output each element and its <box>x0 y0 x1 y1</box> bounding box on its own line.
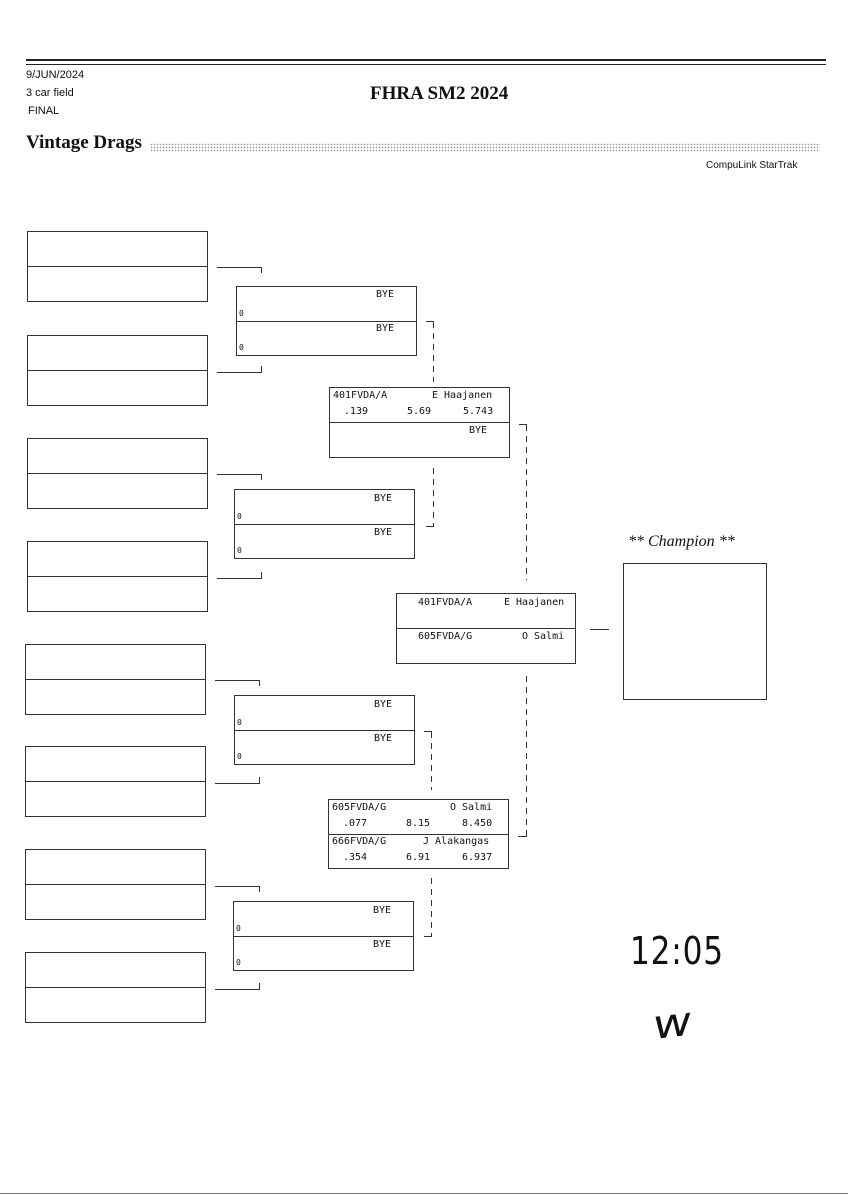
header-rule-bottom <box>26 64 826 65</box>
round1-box-4 <box>27 541 208 612</box>
footer-rule <box>0 1193 848 1194</box>
software-credit: CompuLink StarTrak <box>706 160 798 171</box>
round2-3-bottom-value: 0 <box>237 752 242 761</box>
semi1-top-car: 401FVDA/A <box>333 390 388 401</box>
round2-4-bottom-name: BYE <box>373 939 392 950</box>
event-title: FHRA SM2 2024 <box>370 83 509 104</box>
round2-1-bottom-name: BYE <box>376 323 395 334</box>
semi1-top-driver: E Haajanen <box>432 390 493 401</box>
round2-box-4: BYE 0 BYE 0 <box>233 901 414 971</box>
semifinal-box-1: 401FVDA/A E Haajanen .139 5.69 5.743 BYE <box>329 387 510 458</box>
round2-2-top-name: BYE <box>374 493 393 504</box>
final-top-driver: E Haajanen <box>504 597 565 608</box>
round2-1-top-name: BYE <box>376 289 395 300</box>
field-size-label: 3 car field <box>26 87 74 99</box>
semi2-bottom-car: 666FVDA/G <box>332 836 387 847</box>
round2-box-2: BYE 0 BYE 0 <box>234 489 415 559</box>
semi2-top-reaction: .077 <box>343 818 368 829</box>
round1-box-3 <box>27 438 208 509</box>
semi2-bottom-reaction: .354 <box>343 852 368 863</box>
round2-box-3: BYE 0 BYE 0 <box>234 695 415 765</box>
round1-box-6 <box>25 746 206 817</box>
round2-2-top-value: 0 <box>237 512 242 521</box>
round2-3-top-value: 0 <box>237 718 242 727</box>
semi1-top-dial: 5.743 <box>463 406 494 417</box>
round2-4-top-name: BYE <box>373 905 392 916</box>
round2-3-bottom-name: BYE <box>374 733 393 744</box>
round2-2-bottom-value: 0 <box>237 546 242 555</box>
round2-4-bottom-value: 0 <box>236 958 241 967</box>
round2-3-top-name: BYE <box>374 699 393 710</box>
semi2-top-dial: 8.450 <box>462 818 493 829</box>
round1-box-7 <box>25 849 206 920</box>
class-title-dotted-band <box>150 143 820 152</box>
final-top-car: 401FVDA/A <box>418 597 473 608</box>
round1-box-1 <box>27 231 208 302</box>
class-title: Vintage Drags <box>26 132 142 153</box>
final-box: 401FVDA/A E Haajanen 605FVDA/G O Salmi <box>396 593 576 664</box>
round2-1-bottom-value: 0 <box>239 343 244 352</box>
semi1-bottom-driver: BYE <box>469 425 488 436</box>
round2-1-top-value: 0 <box>239 309 244 318</box>
semi1-top-reaction: .139 <box>344 406 369 417</box>
semi2-top-et: 8.15 <box>406 818 431 829</box>
handwritten-initials: w <box>649 998 696 1049</box>
semi2-top-driver: O Salmi <box>450 802 493 813</box>
semi2-bottom-dial: 6.937 <box>462 852 493 863</box>
semifinal-box-2: 605FVDA/G O Salmi .077 8.15 8.450 666FVD… <box>328 799 509 869</box>
round-label: FINAL <box>28 105 60 117</box>
handwritten-time: 12:05 <box>630 929 724 973</box>
champion-label: ** Champion ** <box>628 533 735 550</box>
round1-box-2 <box>27 335 208 406</box>
round1-box-5 <box>25 644 206 715</box>
round2-box-1: BYE 0 BYE 0 <box>236 286 417 356</box>
round1-box-8 <box>25 952 206 1023</box>
semi2-top-car: 605FVDA/G <box>332 802 387 813</box>
semi2-bottom-driver: J Alakangas <box>423 836 490 847</box>
final-bottom-car: 605FVDA/G <box>418 631 473 642</box>
semi1-top-et: 5.69 <box>407 406 432 417</box>
final-bottom-driver: O Salmi <box>522 631 565 642</box>
champion-box <box>623 563 767 700</box>
date-label: 9/JUN/2024 <box>26 69 85 81</box>
header-rule-top <box>26 59 826 61</box>
round2-2-bottom-name: BYE <box>374 527 393 538</box>
semi2-bottom-et: 6.91 <box>406 852 431 863</box>
round2-4-top-value: 0 <box>236 924 241 933</box>
